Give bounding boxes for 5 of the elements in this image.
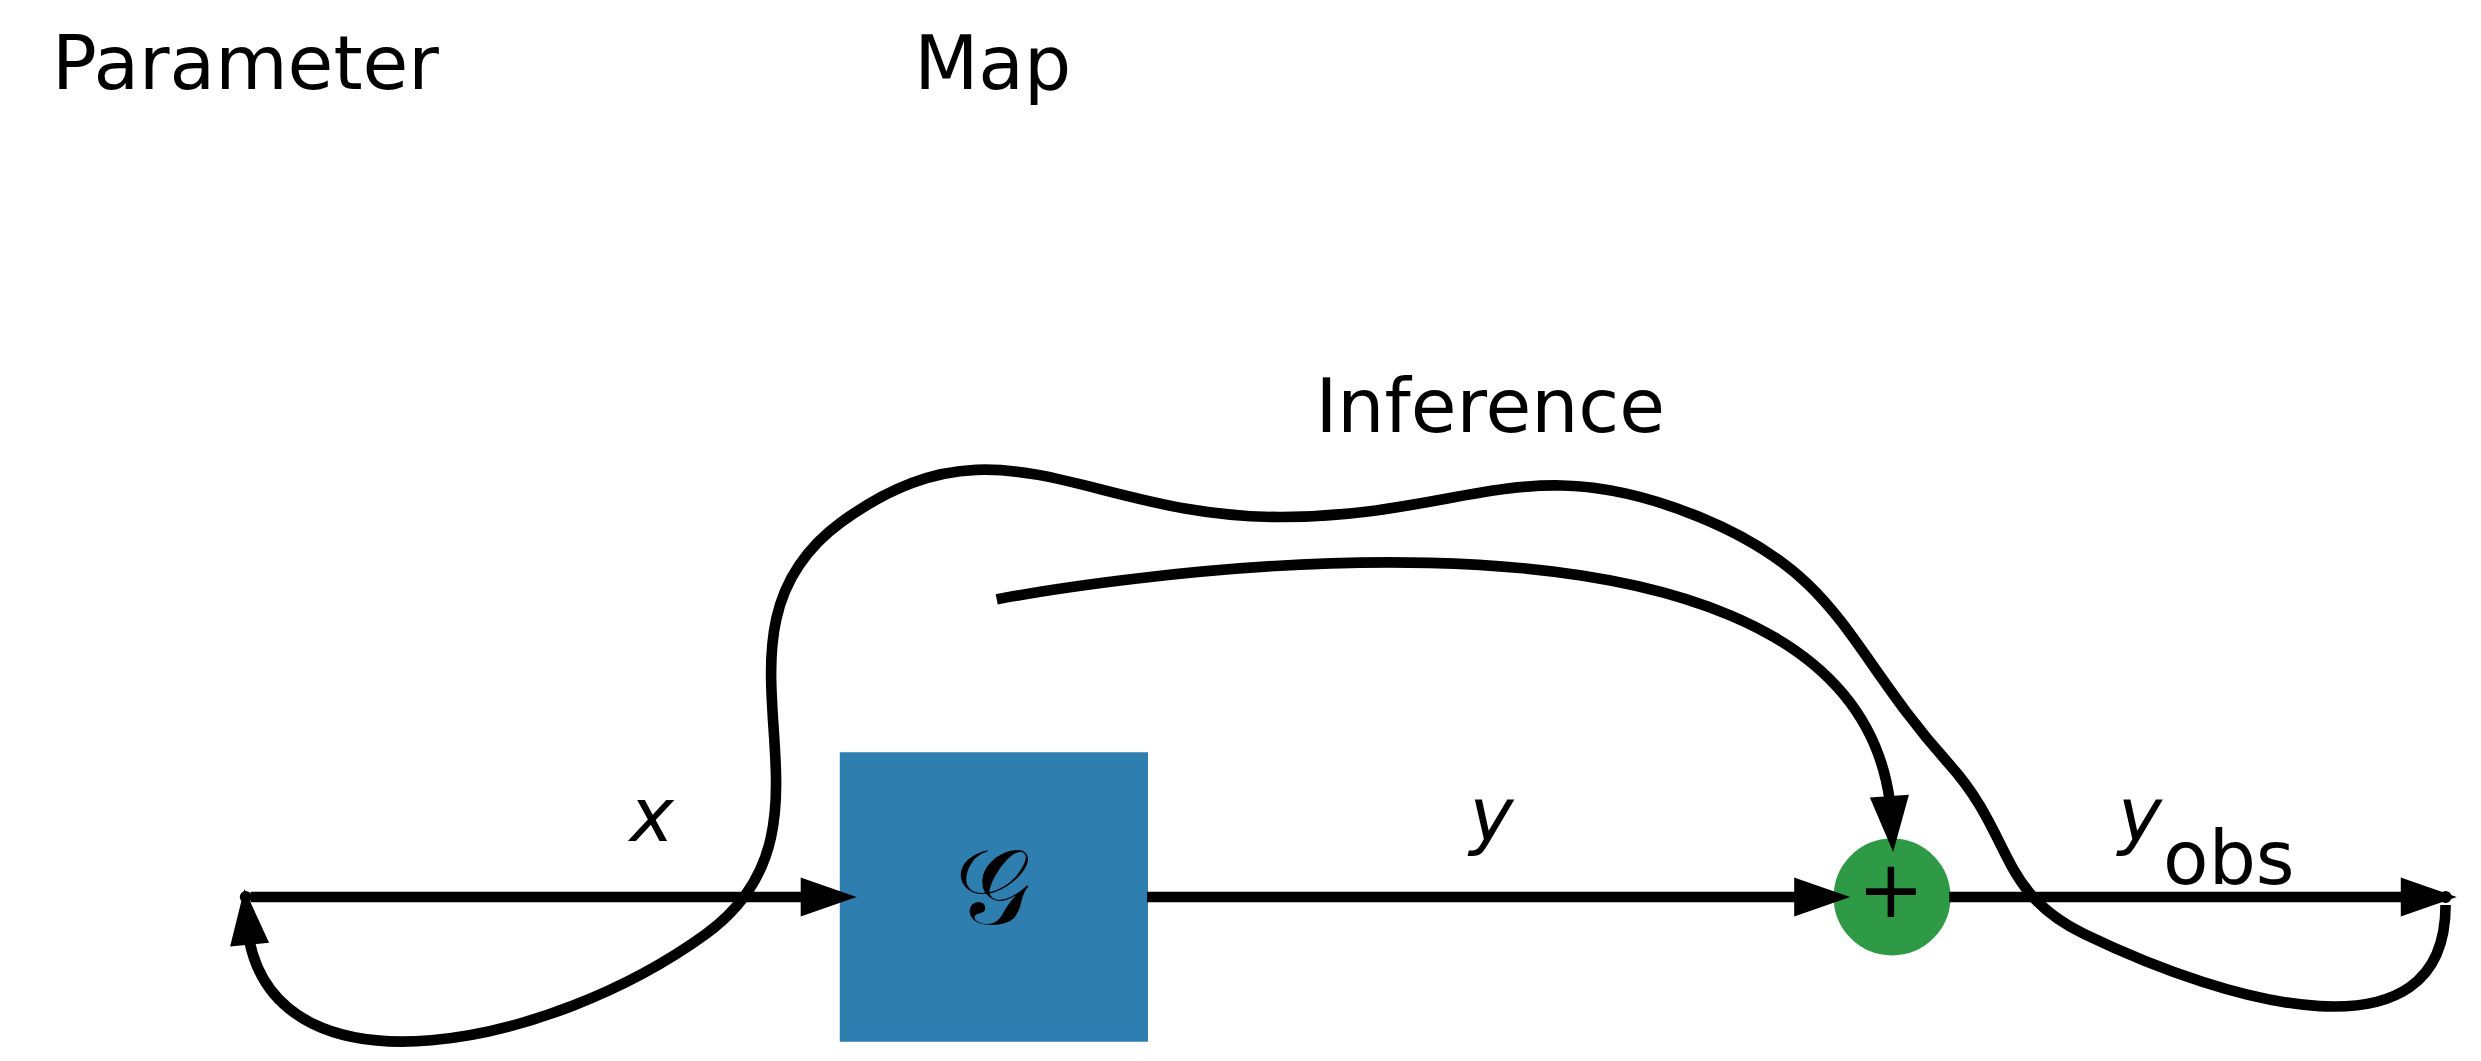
label: Parameter — [51, 19, 439, 107]
edge-label: x — [629, 771, 674, 859]
edge-label: y — [1469, 771, 1514, 859]
edge-label: Inference — [1315, 362, 1666, 450]
label: Map — [914, 19, 1072, 107]
